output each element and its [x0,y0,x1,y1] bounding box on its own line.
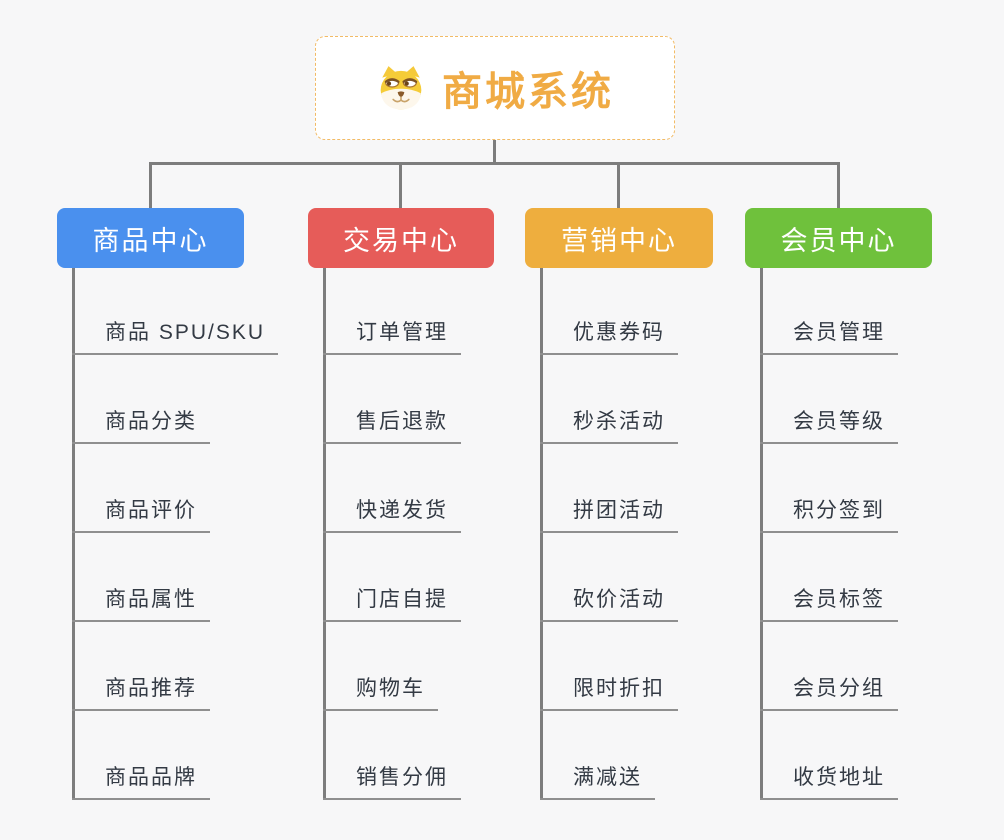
leaf-node[interactable]: 商品品牌 [72,765,210,800]
leaf-node[interactable]: 满减送 [540,765,655,800]
dog-face-icon [380,66,422,110]
branch-label: 会员中心 [780,225,897,256]
leaf-node[interactable]: 会员标签 [760,587,898,622]
leaf-node[interactable]: 商品 SPU/SKU [72,320,279,355]
leaf-node[interactable]: 砍价活动 [540,587,678,622]
root-title: 商城系统 [442,70,614,114]
leaf-node[interactable]: 拼团活动 [540,498,678,533]
branch-trunk-3 [540,268,543,800]
leaf-node[interactable]: 快递发货 [323,498,461,533]
leaf-node[interactable]: 商品评价 [72,498,210,533]
branch-trunk-1 [72,268,75,800]
leaf-node[interactable]: 商品属性 [72,587,210,622]
leaf-node[interactable]: 会员管理 [760,320,898,355]
leaf-node[interactable]: 商品分类 [72,409,210,444]
leaf-node[interactable]: 秒杀活动 [540,409,678,444]
leaf-node[interactable]: 会员分组 [760,676,898,711]
leaf-node[interactable]: 会员等级 [760,409,898,444]
branch-node-2[interactable]: 交易中心 [308,208,494,268]
leaf-node[interactable]: 商品推荐 [72,676,210,711]
branch-node-1[interactable]: 商品中心 [57,208,244,268]
branch-node-3[interactable]: 营销中心 [525,208,713,268]
root-connector-stem [493,140,496,165]
connector-drop-3 [617,162,620,208]
leaf-node[interactable]: 门店自提 [323,587,461,622]
leaf-node[interactable]: 优惠券码 [540,320,678,355]
leaf-node[interactable]: 收货地址 [760,765,898,800]
branch-trunk-4 [760,268,763,800]
leaf-node[interactable]: 订单管理 [323,320,461,355]
leaf-node[interactable]: 积分签到 [760,498,898,533]
branch-label: 商品中心 [92,225,209,256]
leaf-node[interactable]: 购物车 [323,676,438,711]
branch-label: 营销中心 [561,225,677,256]
connector-drop-2 [399,162,402,208]
leaf-node[interactable]: 售后退款 [323,409,461,444]
leaf-node[interactable]: 销售分佣 [323,765,461,800]
branch-node-4[interactable]: 会员中心 [745,208,932,268]
leaf-node[interactable]: 限时折扣 [540,676,678,711]
connector-bus [149,162,840,165]
root-node[interactable]: 商城系统 [315,36,675,140]
branch-trunk-2 [323,268,326,800]
connector-drop-1 [149,162,152,208]
connector-drop-4 [837,162,840,208]
branch-label: 交易中心 [343,225,459,256]
